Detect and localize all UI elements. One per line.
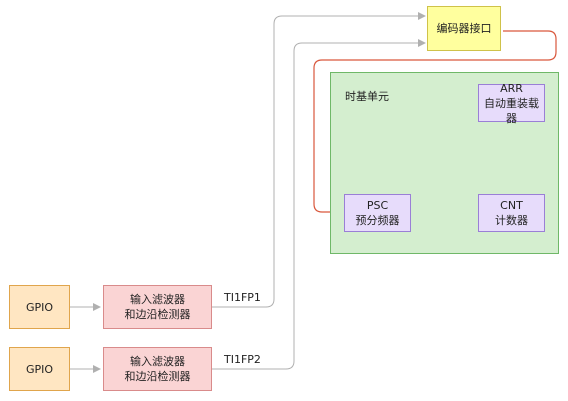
filter-box-2: 输入滤波器 和边沿检测器 (103, 347, 212, 391)
ti1fp2-line (212, 39, 426, 370)
arr-desc: 自动重装载器 (484, 96, 539, 125)
filter-label-2a: 输入滤波器 (130, 355, 185, 368)
psc-label: PSC (366, 199, 389, 212)
gpio-box-2: GPIO (9, 347, 70, 391)
cnt-desc: 计数器 (495, 214, 528, 227)
psc-box: PSC 预分频器 (344, 194, 411, 232)
gpio-label-1: GPIO (25, 300, 54, 314)
encoder-interface-label: 编码器接口 (436, 22, 492, 35)
filter-label-2b: 和边沿检测器 (124, 370, 191, 383)
filter-label-1b: 和边沿检测器 (124, 308, 191, 321)
encoder-to-psc-arrow (313, 30, 557, 216)
psc-desc: 预分频器 (355, 214, 400, 227)
ti1fp1-line (212, 12, 426, 308)
filter-label-1a: 输入滤波器 (130, 293, 185, 306)
arr-box: ARR 自动重装载器 (478, 81, 545, 125)
gpio-box-1: GPIO (9, 285, 70, 329)
encoder-interface-box: 编码器接口 (427, 6, 501, 51)
filter-box-1: 输入滤波器 和边沿检测器 (103, 285, 212, 329)
signal-label-ti1fp1: TI1FP1 (224, 291, 261, 304)
signal-label-ti1fp2: TI1FP2 (224, 353, 261, 366)
arr-label: ARR (500, 81, 523, 95)
cnt-label: CNT (500, 199, 523, 212)
cnt-box: CNT 计数器 (478, 194, 545, 232)
timebase-title: 时基单元 (345, 90, 389, 103)
gpio-label-2: GPIO (25, 362, 54, 376)
